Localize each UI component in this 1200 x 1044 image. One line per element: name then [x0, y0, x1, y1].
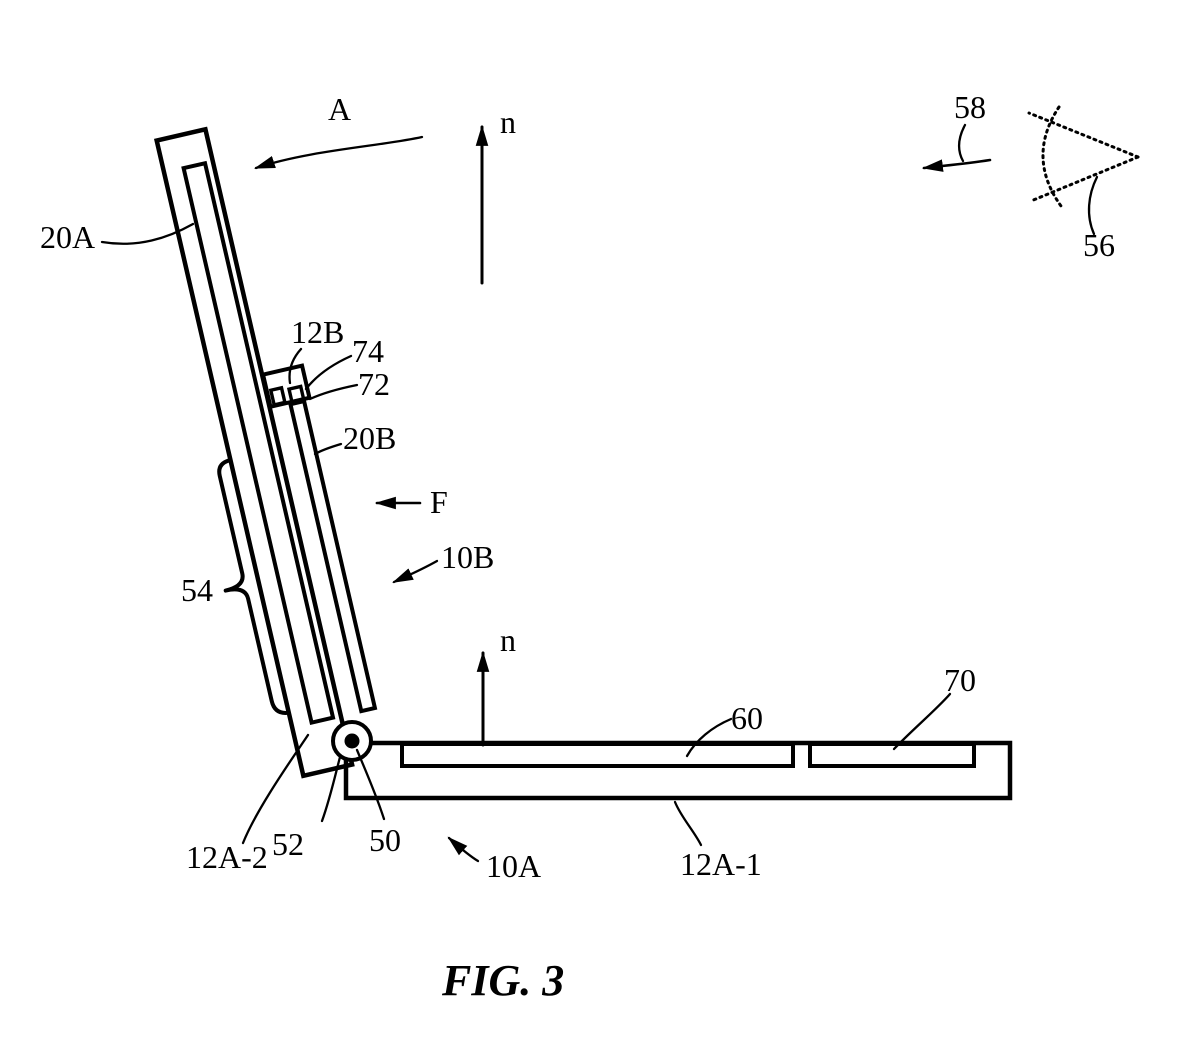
- lid-assembly: [153, 126, 378, 779]
- label-58: 58: [954, 89, 986, 125]
- leader-12A-2: [241, 733, 310, 845]
- label-n-bottom: n: [500, 622, 516, 658]
- label-n-top: n: [500, 104, 516, 140]
- label-12A-1: 12A-1: [680, 846, 762, 882]
- label-60: 60: [731, 700, 763, 736]
- component-tray-60: [400, 742, 795, 768]
- base-assembly: [343, 740, 1013, 801]
- display-panel-20B: [288, 398, 378, 714]
- leader-56: [1087, 175, 1099, 236]
- leader-72: [308, 383, 359, 401]
- label-56: 56: [1083, 227, 1115, 263]
- leader-20A: [100, 222, 195, 245]
- leader-74: [304, 354, 353, 391]
- label-74: 74: [352, 333, 384, 369]
- leader-12B: [288, 347, 303, 385]
- label-72: 72: [358, 366, 390, 402]
- eye-lower-edge: [1029, 155, 1140, 203]
- label-10B: 10B: [441, 539, 494, 575]
- label-50: 50: [369, 822, 401, 858]
- label-10A: 10A: [486, 848, 541, 884]
- component-72: [286, 384, 306, 404]
- leader-70: [892, 692, 952, 751]
- leader-lines: [100, 123, 1099, 847]
- eye-upper-edge: [1027, 111, 1140, 159]
- leader-50: [355, 748, 386, 821]
- figure-caption: FIG. 3: [441, 956, 564, 1005]
- pointer-arrow-10A: [447, 836, 480, 863]
- leader-52: [320, 755, 342, 823]
- label-52: 52: [272, 826, 304, 862]
- leader-12A-1: [673, 800, 703, 847]
- base-housing-12A-1: [343, 740, 1013, 801]
- lid-housing-12A-2: [153, 126, 355, 779]
- eye-arc: [1041, 105, 1063, 208]
- label-20B: 20B: [343, 420, 396, 456]
- leader-60: [685, 717, 733, 758]
- display-panel-20A: [181, 160, 336, 725]
- label-12A-2: 12A-2: [186, 839, 268, 875]
- label-F: F: [430, 484, 448, 520]
- direction-arrows: [254, 124, 992, 863]
- label-70: 70: [944, 662, 976, 698]
- hinge-assembly: [331, 720, 373, 762]
- leader-58: [957, 123, 967, 163]
- brace-54: [217, 458, 289, 715]
- viewer-eye-symbol: [1027, 105, 1140, 208]
- label-54: 54: [181, 572, 213, 608]
- pointer-arrow-10B: [392, 559, 439, 584]
- rotation-arrow-A: [254, 135, 424, 170]
- label-12B: 12B: [291, 314, 344, 350]
- label-A: A: [328, 91, 351, 127]
- component-tray-70: [808, 742, 976, 768]
- leader-20B: [313, 442, 343, 456]
- component-74: [268, 385, 287, 407]
- view-direction-arrow-58: [921, 158, 992, 172]
- hinge-axis-50: [344, 733, 360, 749]
- label-20A: 20A: [40, 219, 95, 255]
